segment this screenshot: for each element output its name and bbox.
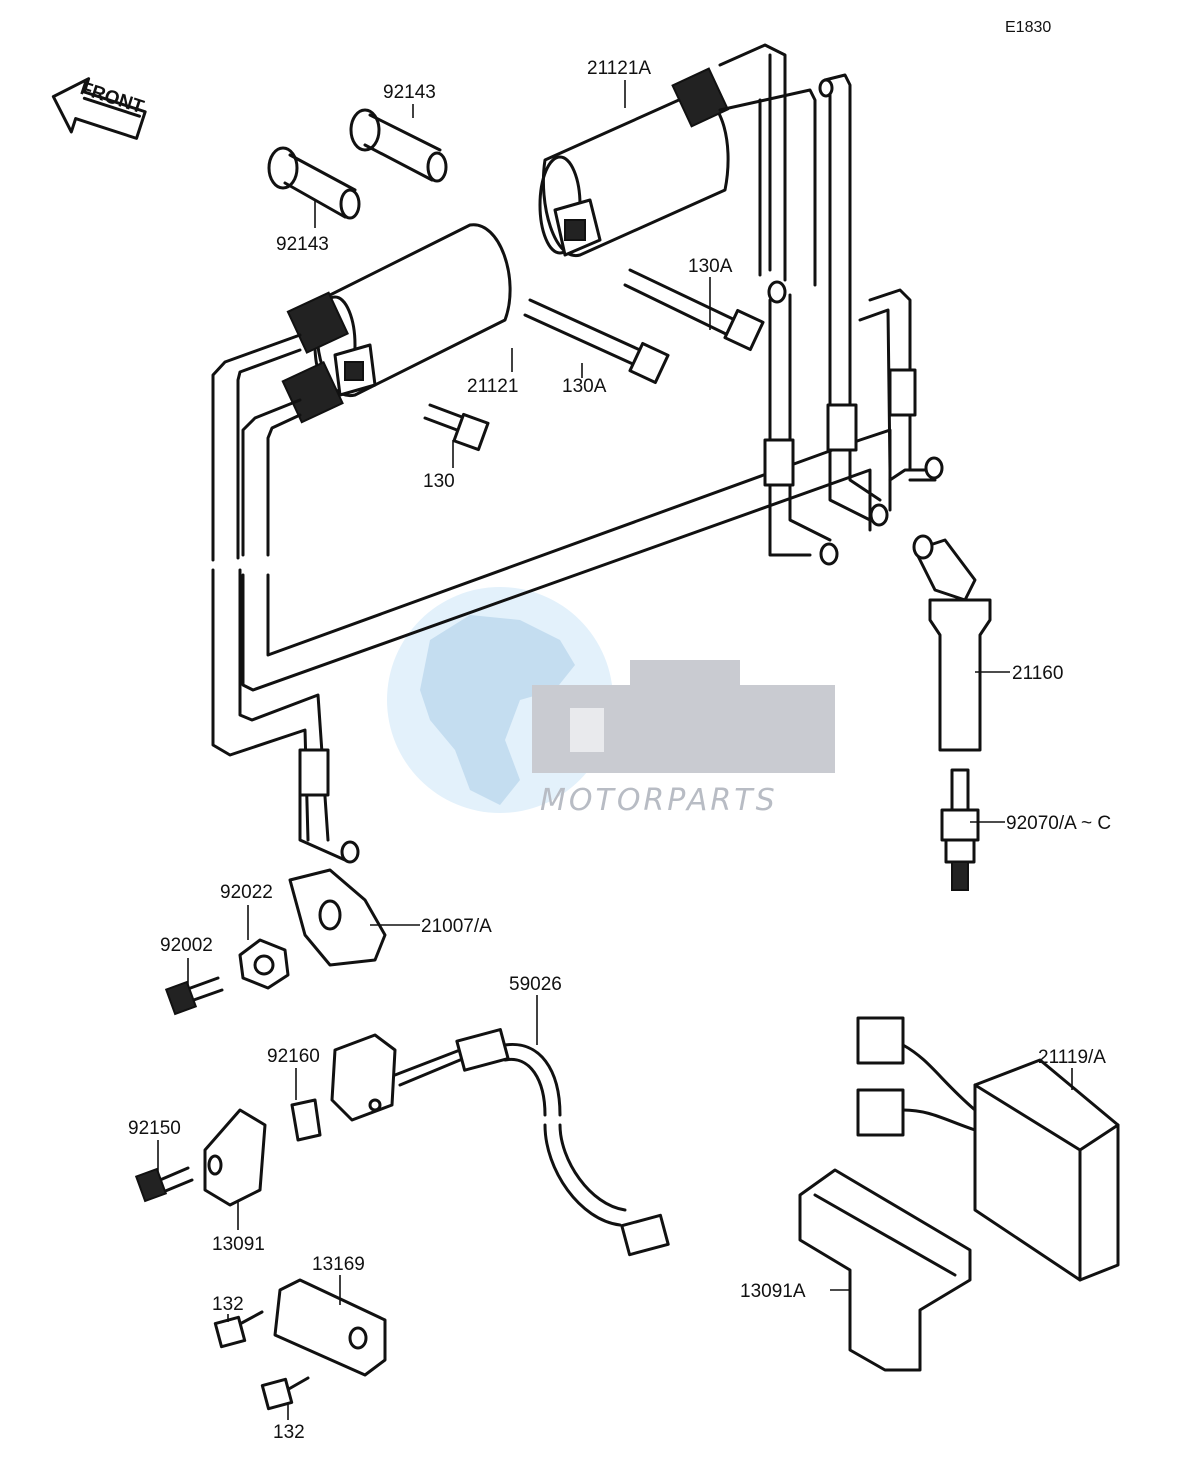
bolt-132-top	[213, 1310, 264, 1349]
label-bolt-132-bottom: 132	[273, 1422, 305, 1443]
ignition-coil-21121	[281, 223, 512, 424]
leader-lines	[157, 80, 1073, 1420]
label-bolt-92150: 92150	[128, 1118, 181, 1139]
spacer-92160	[290, 1098, 322, 1142]
bracket-13169	[273, 1278, 387, 1377]
spacer-92143-left	[267, 146, 361, 220]
watermark-letter-m	[740, 685, 835, 773]
label-ignitor-21119a: 21119/A	[1038, 1047, 1106, 1068]
diagram-code: E1830	[1005, 19, 1051, 36]
bolt-130a-right	[623, 268, 765, 352]
label-bolt-130a-right: 130A	[688, 256, 733, 277]
label-harness-59026: 59026	[509, 974, 562, 995]
label-bolt-132-top: 132	[212, 1294, 244, 1315]
pickup-coil-harness-59026	[330, 1028, 670, 1257]
nut-hole	[253, 954, 275, 976]
label-bolt-130: 130	[423, 471, 455, 492]
label-coil-21121a: 21121A	[587, 58, 651, 79]
cover-13091a	[798, 1168, 972, 1372]
ignitor-21119a	[856, 1016, 1120, 1282]
part-labels: 21121A 92143 92143 130A 130A 21121 130 2…	[128, 58, 1111, 1443]
watermark-letter-s	[630, 660, 740, 773]
front-arrow-icon	[51, 77, 147, 140]
label-cover-13091a: 13091A	[740, 1281, 806, 1302]
spacer-92143-top	[349, 108, 448, 183]
bolt-130	[423, 403, 490, 452]
label-bolt-130a-mid: 130A	[562, 376, 607, 397]
watermark: OSM MOTORPARTS	[387, 587, 835, 818]
label-rotor-21007: 21007/A	[421, 916, 492, 937]
label-spark-plug-92070: 92070/A ~ C	[1006, 813, 1111, 834]
bracket-13091	[203, 1108, 267, 1207]
nut-92022	[238, 938, 290, 990]
watermark-continents	[420, 615, 575, 805]
label-bracket-13169: 13169	[312, 1254, 365, 1275]
spark-plug-92070	[940, 768, 980, 891]
bolt-130a-mid	[523, 298, 670, 385]
label-coil-21121: 21121	[467, 376, 518, 397]
spark-plug-cap-21160	[912, 534, 992, 752]
label-spacer-92160: 92160	[267, 1046, 320, 1067]
bolt-92002	[164, 976, 224, 1016]
label-spacer-92143-top: 92143	[383, 82, 436, 103]
label-plug-cap-21160: 21160	[1012, 663, 1063, 684]
watermark-brand: OSM	[560, 708, 638, 743]
label-bracket-13091: 13091	[212, 1234, 265, 1255]
ignition-coil-21121a	[538, 67, 730, 257]
watermark-letter-o-hole	[570, 708, 604, 752]
watermark-tagline: MOTORPARTS	[540, 783, 778, 818]
pickup-rotor-21007	[288, 868, 387, 967]
label-nut-92022: 92022	[220, 882, 273, 903]
label-spacer-92143-left: 92143	[276, 234, 329, 255]
high-tension-leads	[211, 43, 944, 864]
label-bolt-92002: 92002	[160, 935, 213, 956]
bolt-132-bottom	[260, 1376, 310, 1411]
bolt-92150	[134, 1166, 194, 1203]
